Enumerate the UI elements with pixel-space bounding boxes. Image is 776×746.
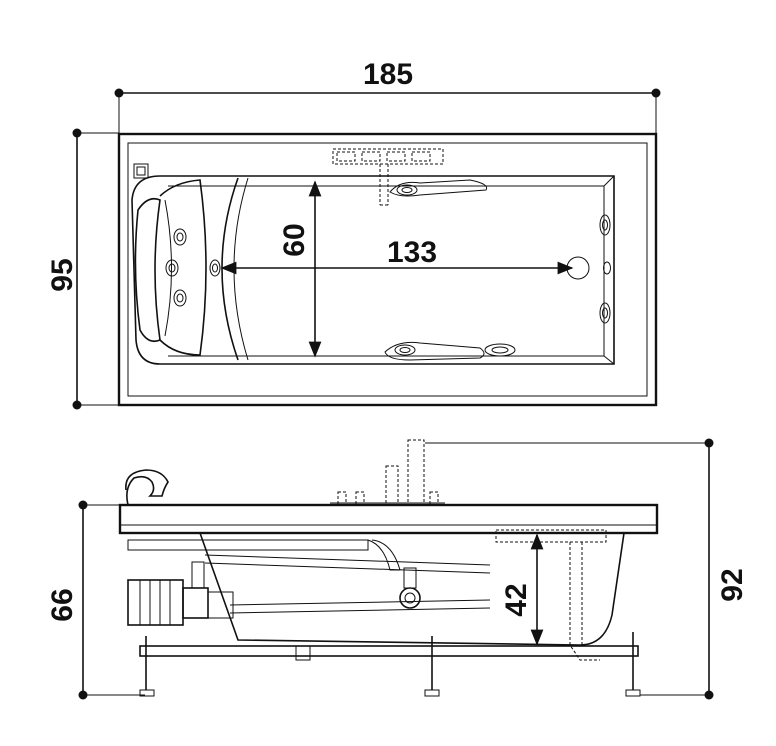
side-tub-rim	[118, 503, 659, 535]
pump-motor	[127, 561, 234, 626]
foot-jets	[599, 214, 611, 324]
dimension-label-60: 60	[278, 223, 311, 256]
dimension-label-92: 92	[716, 568, 749, 601]
side-view: 66 92	[46, 438, 749, 700]
dimension-label-42: 42	[500, 583, 533, 616]
side-pipes	[127, 539, 491, 614]
tub-basin	[131, 175, 615, 365]
top-view: 185 95	[46, 58, 661, 410]
headrest	[134, 197, 161, 343]
side-jets	[384, 179, 516, 361]
support-frame	[139, 632, 641, 697]
dimension-label-66: 66	[46, 588, 79, 621]
control-button	[133, 163, 149, 179]
dimension-length-185: 185	[114, 58, 661, 135]
back-jets	[165, 228, 221, 307]
side-tub-body	[199, 532, 625, 646]
dimension-label-185: 185	[363, 58, 413, 91]
dimension-inner-width-60: 60	[278, 180, 322, 358]
side-faucet-set	[330, 439, 445, 506]
dimension-width-95: 95	[46, 128, 119, 410]
dimension-label-95: 95	[46, 258, 79, 291]
faucet-set	[332, 148, 444, 206]
tub-inner-rim	[127, 142, 648, 397]
dimension-label-133: 133	[387, 236, 437, 269]
dimension-inner-length-133: 133	[220, 236, 574, 275]
tub-outer-rim	[117, 132, 658, 407]
side-drain	[495, 529, 607, 661]
side-jet-fitting	[399, 567, 421, 609]
side-headrest	[125, 469, 169, 506]
dimension-depth-42: 42	[500, 533, 544, 646]
dimension-height-66: 66	[46, 500, 145, 700]
dimension-height-92: 92	[425, 438, 749, 700]
